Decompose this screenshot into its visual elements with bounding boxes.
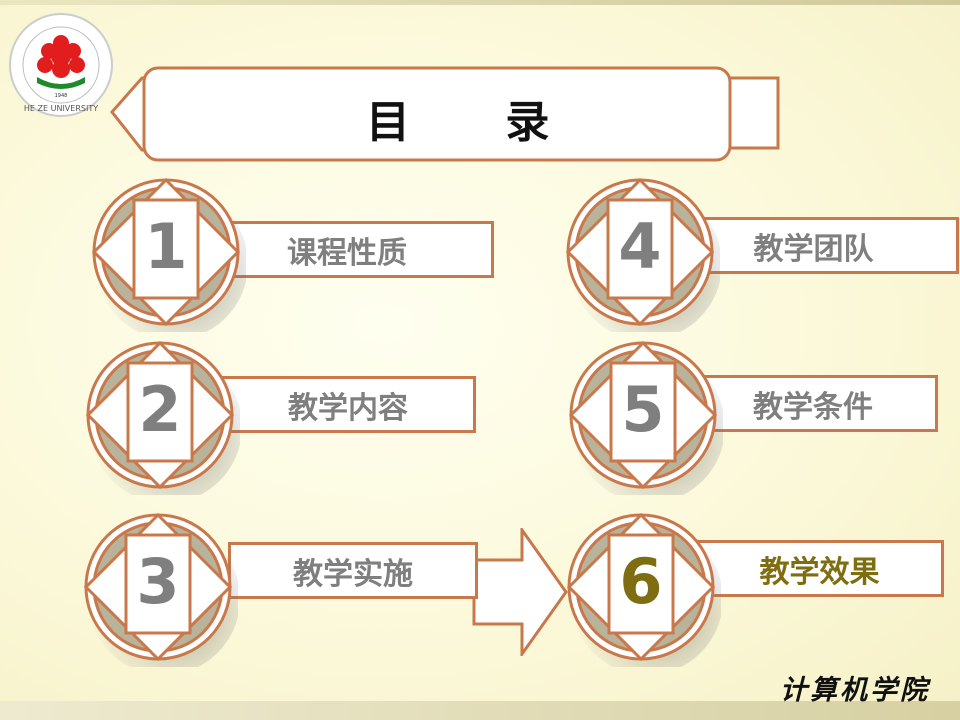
toc-label[interactable]: 教学内容 <box>220 376 476 433</box>
toc-label[interactable]: 教学效果 <box>695 540 944 597</box>
footer-college: 计算机学院 <box>780 675 930 706</box>
toc-number: 5 <box>621 373 665 446</box>
page-title: 目 录 <box>366 97 590 148</box>
university-logo: 1948 HE ZE UNIVERSITY <box>9 13 113 117</box>
toc-label[interactable]: 教学实施 <box>228 542 478 599</box>
number-emblem <box>83 512 238 667</box>
number-emblem <box>85 340 240 495</box>
toc-number: 6 <box>619 545 663 618</box>
top-bar <box>0 0 960 5</box>
toc-number: 2 <box>138 373 182 446</box>
svg-text:1948: 1948 <box>55 93 68 99</box>
number-emblem <box>566 512 721 667</box>
toc-number: 1 <box>144 210 188 283</box>
toc-number: 4 <box>618 210 662 283</box>
title-banner: 目 录 <box>110 66 782 162</box>
svg-text:HE ZE UNIVERSITY: HE ZE UNIVERSITY <box>24 104 98 113</box>
arrow-icon <box>472 528 568 656</box>
bottom-bar <box>0 701 960 720</box>
toc-number: 3 <box>136 545 180 618</box>
toc-label[interactable]: 教学条件 <box>688 375 938 432</box>
number-emblem <box>91 177 246 332</box>
number-emblem <box>568 340 723 495</box>
number-emblem <box>565 177 720 332</box>
